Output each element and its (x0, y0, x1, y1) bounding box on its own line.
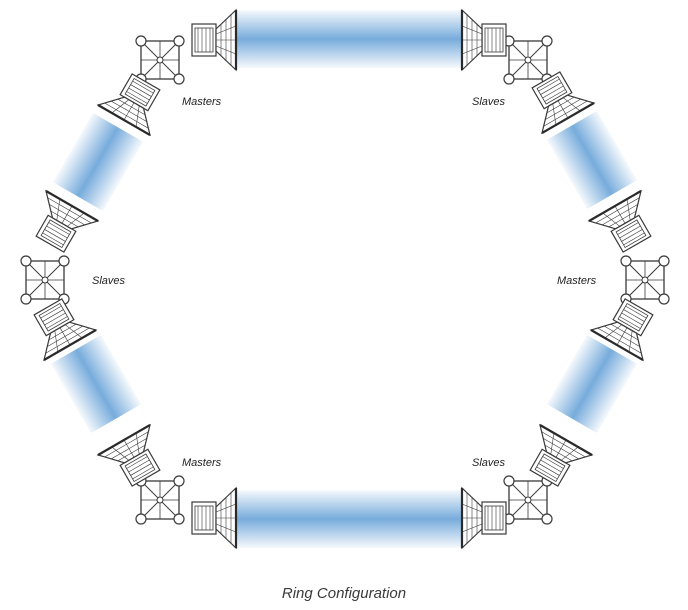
node-top-right (462, 10, 594, 133)
radio-unit-icon (192, 10, 236, 70)
node-label-top-left: Masters (182, 96, 221, 108)
node-bottom-right (462, 425, 592, 548)
radio-unit-icon (192, 488, 236, 548)
node-right (589, 191, 669, 360)
truss-bracket-icon (504, 476, 552, 524)
truss-bracket-icon (136, 36, 184, 84)
node-bottom-left (98, 425, 236, 548)
beam-bottom (236, 490, 462, 548)
node-label-left: Slaves (92, 275, 125, 287)
diagram-caption: Ring Configuration (0, 585, 688, 602)
truss-bracket-icon (621, 256, 669, 304)
node-top-left (98, 10, 236, 135)
node-label-top-right: Slaves (472, 96, 505, 108)
truss-bracket-icon (504, 36, 552, 84)
radio-unit-icon (462, 10, 506, 70)
beam-top (236, 10, 462, 68)
node-left (21, 191, 98, 360)
node-label-bottom-left: Masters (182, 457, 221, 469)
beam-lower-left (51, 335, 141, 433)
truss-bracket-icon (136, 476, 184, 524)
beam-upper-left (53, 113, 143, 211)
node-label-bottom-right: Slaves (472, 457, 505, 469)
radio-unit-icon (462, 488, 506, 548)
beam-upper-right (547, 111, 637, 209)
truss-bracket-icon (21, 256, 69, 304)
node-label-right: Masters (557, 275, 596, 287)
